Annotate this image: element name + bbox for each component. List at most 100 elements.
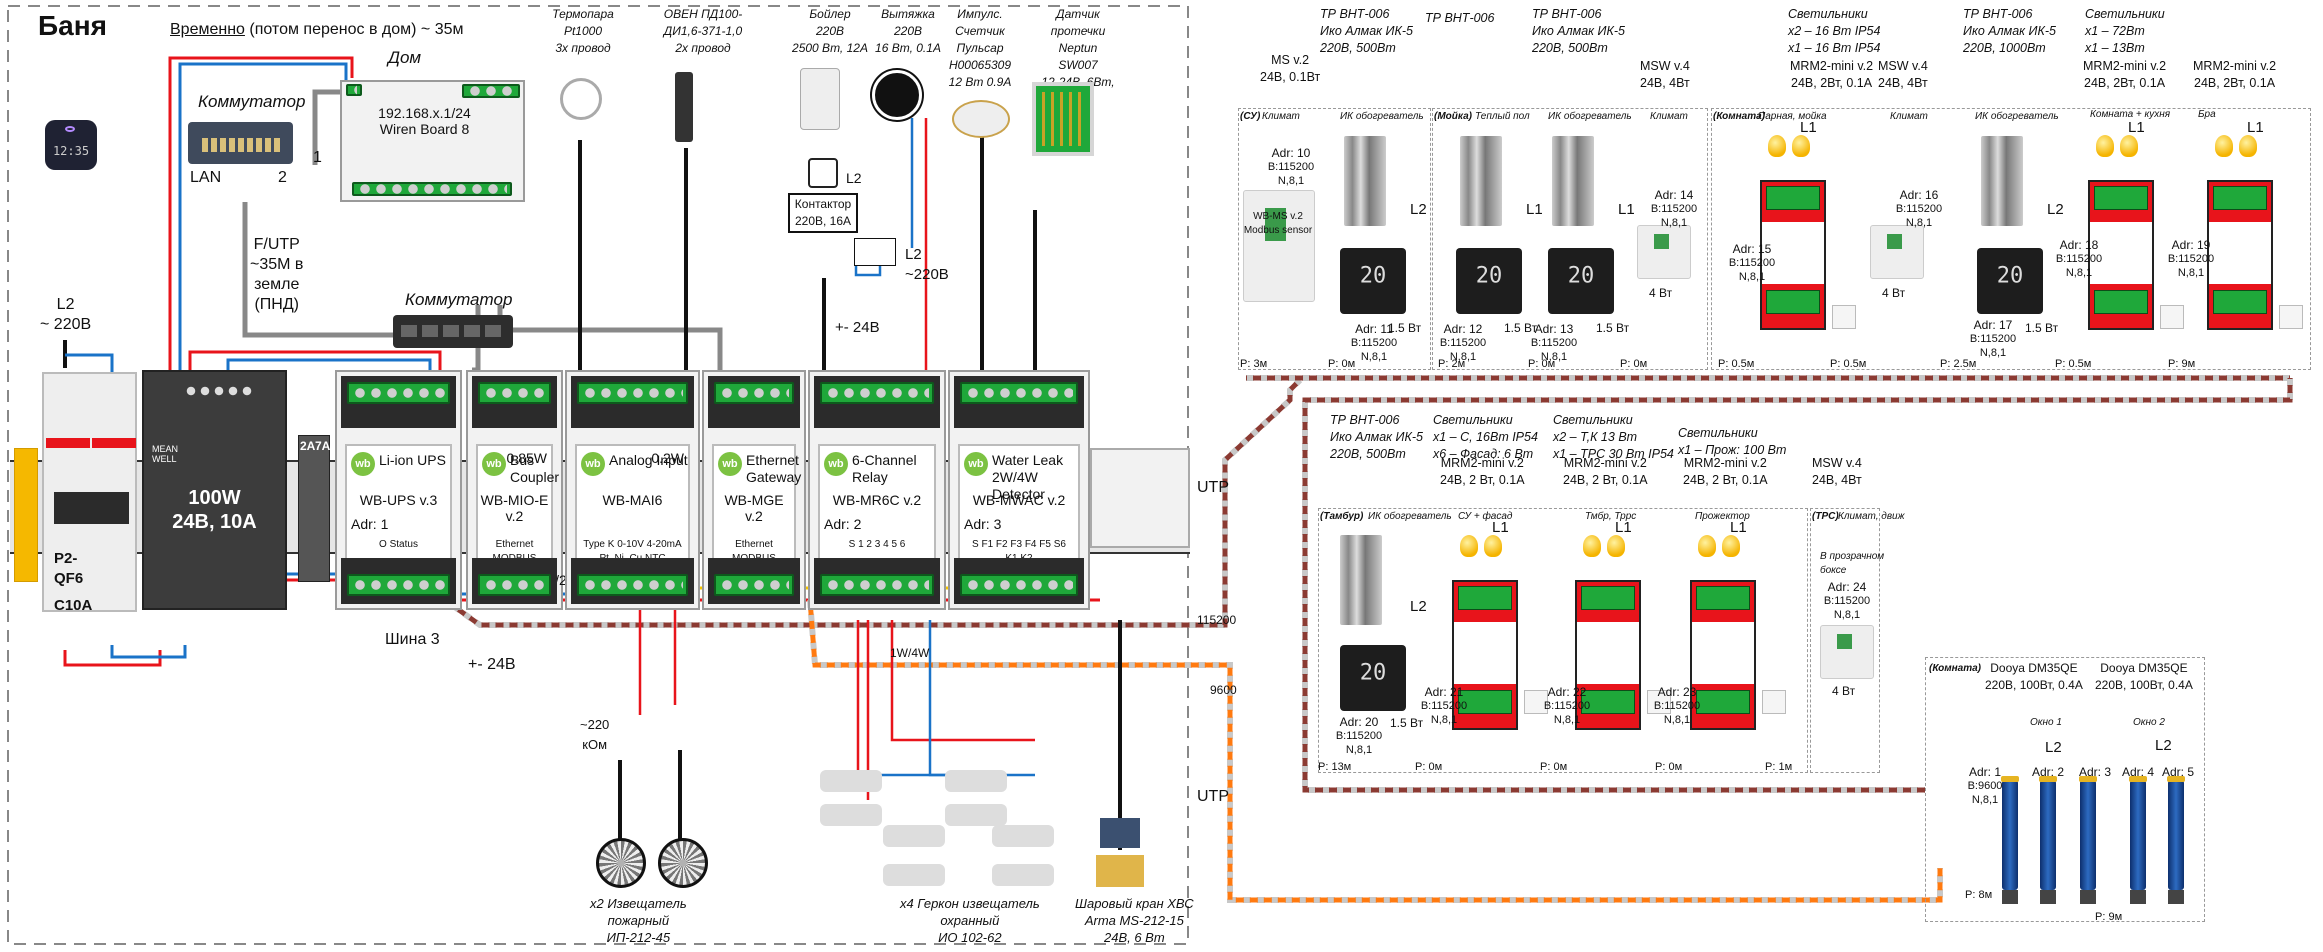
room-caption: ИК обогреватель — [1340, 111, 1424, 122]
room-caption: ИК обогреватель — [1548, 111, 1632, 122]
cable-length-label: P: 0м — [1328, 358, 1356, 370]
terminal-block — [1581, 690, 1635, 714]
mrm2-relay-device[interactable]: 2W — [2207, 180, 2273, 330]
mrm2-relay-device[interactable]: 2W — [2088, 180, 2154, 330]
room-caption: ИК обогреватель — [1975, 111, 2059, 122]
terminal-block[interactable] — [714, 574, 794, 596]
thermostat-device[interactable]: 20 — [1977, 248, 2043, 314]
baud-9600-label: 9600 — [1210, 683, 1237, 697]
light-bulb-icon — [1768, 135, 1786, 157]
msw-sensor-device[interactable] — [1870, 225, 1924, 279]
wb-logo-icon: wb — [351, 452, 375, 476]
device-power: 4 Вт — [1649, 286, 1673, 300]
psu-spec-label: 24В, 10A — [172, 511, 257, 533]
fuse-holder[interactable]: 2A 7A — [298, 435, 330, 582]
device-baud: B:115200 — [1543, 700, 1591, 712]
wall-switch-icon[interactable] — [1762, 690, 1786, 714]
room-caption: Бра — [2198, 109, 2216, 120]
wall-switch-icon[interactable] — [2160, 305, 2184, 329]
terminal-block[interactable] — [347, 382, 450, 404]
wall-switch-icon[interactable] — [2279, 305, 2303, 329]
device-address: Adr: 16 — [1899, 188, 1939, 202]
module-details: S 1 2 3 4 5 6 — [848, 539, 906, 550]
msw-sensor-device[interactable] — [1637, 225, 1691, 279]
relay-label-panel — [2090, 222, 2152, 284]
thermostat-device[interactable]: 20 — [1340, 645, 1406, 711]
motor-address-block: Adr: 3 — [2072, 765, 2118, 779]
curtain-motor-icon[interactable] — [2167, 776, 2185, 904]
reed-switch-icon — [945, 804, 1007, 826]
pressure-sensor-icon — [675, 72, 693, 142]
relay-label-panel — [1762, 222, 1824, 284]
terminal-block[interactable] — [577, 574, 688, 596]
relay-24v-label: +- 24В — [835, 319, 880, 336]
water-meter-icon — [952, 100, 1010, 138]
reed-switch-icon — [883, 864, 945, 886]
terminal-block[interactable] — [478, 382, 551, 404]
contactor-box[interactable]: Контактор 220В, 16А — [788, 193, 858, 233]
wiren-board-8[interactable]: 192.168.x.1/24 Wiren Board 8 — [340, 80, 525, 202]
terminal-block[interactable] — [960, 574, 1078, 596]
module-name: Ethernet Gateway — [746, 452, 802, 485]
network-switch-main[interactable] — [188, 122, 293, 164]
module-model: WB-UPS v.3 — [359, 492, 438, 508]
modbus-sensor-device[interactable] — [1243, 190, 1315, 302]
curtain-motor-icon[interactable] — [2039, 776, 2057, 904]
terminal-block[interactable] — [577, 382, 688, 404]
terminal-block[interactable] — [478, 574, 551, 596]
circuit-breaker[interactable]: P2- QF6 C10A — [42, 372, 137, 614]
thermostat-device[interactable]: 20 — [1340, 248, 1406, 314]
network-switch-bath[interactable] — [393, 315, 513, 348]
thermostat-device[interactable]: 20 — [1456, 248, 1522, 314]
terminal-block[interactable] — [960, 382, 1078, 404]
device-address: Adr: 14 — [1654, 188, 1694, 202]
device-address: Adr: 23 — [1657, 685, 1697, 699]
device-format: N,8,1 — [1345, 744, 1373, 756]
device-power: 4 Вт — [1882, 286, 1906, 300]
device-format: N,8,1 — [1660, 217, 1688, 229]
spec-label: MRM2-mini v.2 24В, 2Вт, 0.1А — [1790, 59, 1874, 90]
cable-length-label: P: 0м — [1415, 761, 1443, 773]
switch-top-label: Коммутатор — [198, 92, 306, 111]
sensor-label-pressure: ОВЕН ПД100- ДИ1,6-371-1,0 2х провод — [663, 7, 743, 55]
spec-label: MRM2-mini v.2 24В, 2Вт, 0.1А — [2193, 59, 2277, 90]
device-baud: B:115200 — [1335, 730, 1383, 742]
mrm2-relay-device[interactable]: 2W — [1575, 580, 1641, 730]
junction-box — [854, 238, 896, 266]
wall-switch-icon[interactable] — [1832, 305, 1856, 329]
temporary-note-underlined: Временно — [170, 21, 245, 38]
cable-length-label: P: 9м — [2168, 358, 2196, 370]
wb8-name-label: Wiren Board 8 — [379, 121, 470, 137]
mrm2-relay-device[interactable]: 2W — [1452, 580, 1518, 730]
room-caption: В прозрачном боксе — [1820, 551, 1885, 576]
power-supply-unit[interactable]: MEAN WELL 100W 24В, 10A — [142, 370, 287, 610]
cable-length-label: P: 13м — [1318, 761, 1352, 773]
msw-sensor-device[interactable] — [1820, 625, 1874, 679]
mrm2-relay-device[interactable]: 2W — [1760, 180, 1826, 330]
curtain-motor-icon[interactable] — [2079, 776, 2097, 904]
temporary-note: Временно (потом перенос в дом) ~ 35м — [170, 20, 464, 40]
terminal-block[interactable] — [714, 382, 794, 404]
terminal-block[interactable] — [820, 382, 934, 404]
supply-line-label: L1 — [1618, 201, 1635, 218]
cable-utp-lan — [242, 202, 395, 338]
terminal-block[interactable] — [347, 574, 450, 596]
curtain-motor-icon[interactable] — [2001, 776, 2019, 904]
curtain-motor-icon[interactable] — [2129, 776, 2147, 904]
terminal-block[interactable] — [820, 574, 934, 596]
device-baud: B:115200 — [1823, 595, 1871, 607]
sensor-label-exhaust: Вытяжка 220В 16 Вт, 0.1А — [875, 7, 941, 55]
wall-switch-icon[interactable] — [1647, 690, 1671, 714]
relay-label-panel — [2209, 222, 2271, 284]
wall-switch-icon[interactable] — [1524, 690, 1548, 714]
thermostat-device[interactable]: 20 — [1548, 248, 1614, 314]
wire-blue-home — [178, 62, 348, 214]
mrm2-relay-device[interactable]: 2W — [1690, 580, 1756, 730]
